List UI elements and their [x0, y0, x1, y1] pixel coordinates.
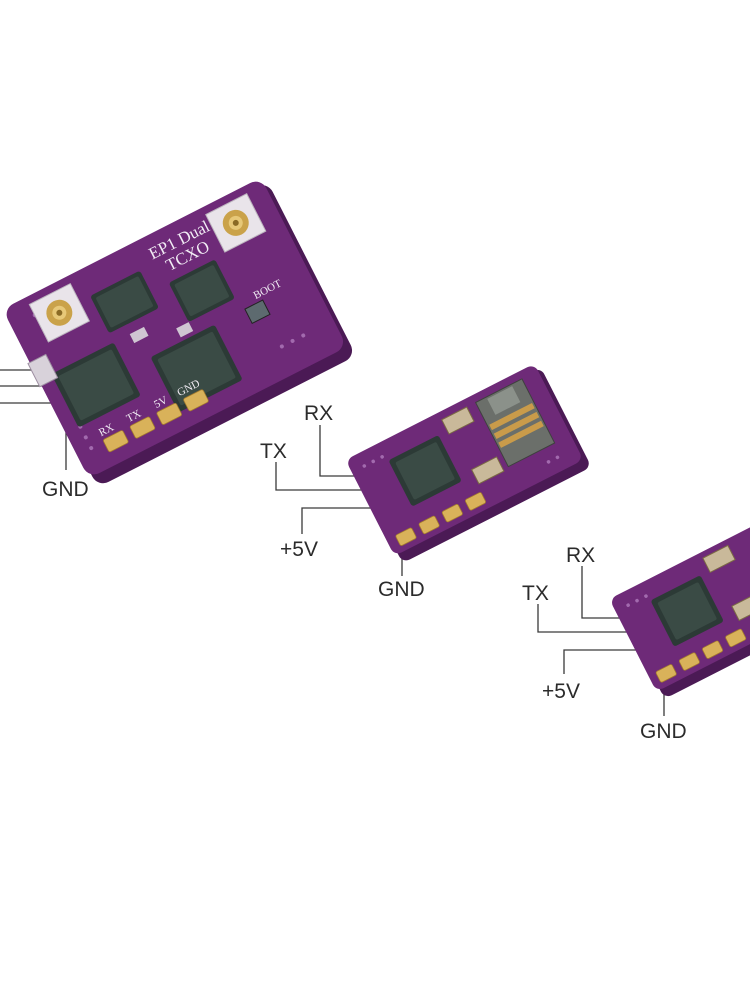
board1-chips [52, 260, 242, 427]
board-receiver-with-antenna: RX TX +5V GND [260, 366, 589, 601]
board-ep1-dual-tcxo: EP1 Dual TCXO BOOT RX TX 5V GND GND [0, 181, 353, 501]
board1-antenna-connector-right [205, 193, 267, 253]
board2-label-tx: TX [260, 440, 287, 463]
board1-pin-label-5v: 5V [152, 394, 169, 411]
board1-pcb: EP1 Dual TCXO BOOT RX TX 5V GND [6, 181, 353, 484]
board3-label-rx: RX [566, 544, 595, 567]
board2-antenna-block [474, 378, 556, 468]
board3-pcb [612, 515, 750, 697]
board-receiver-small: RX TX +5V GND [522, 515, 750, 743]
board3-label-tx: TX [522, 582, 549, 605]
board3-label-gnd: GND [640, 720, 687, 743]
board3-wire-tx [537, 604, 668, 633]
board2-pin-row [395, 492, 486, 546]
board1-pin-label-tx: TX [125, 408, 144, 425]
board2-label-5v: +5V [280, 538, 318, 561]
board2-label-rx: RX [304, 402, 333, 425]
board2-label-gnd: GND [378, 578, 425, 601]
board2-pcb [348, 366, 589, 561]
board3-pin-row [655, 628, 747, 683]
board1-pin-row: RX TX 5V GND [97, 378, 209, 453]
board1-label-gnd: GND [42, 478, 89, 501]
board1-antenna-connector-left [28, 282, 91, 343]
board3-label-5v: +5V [542, 680, 580, 703]
